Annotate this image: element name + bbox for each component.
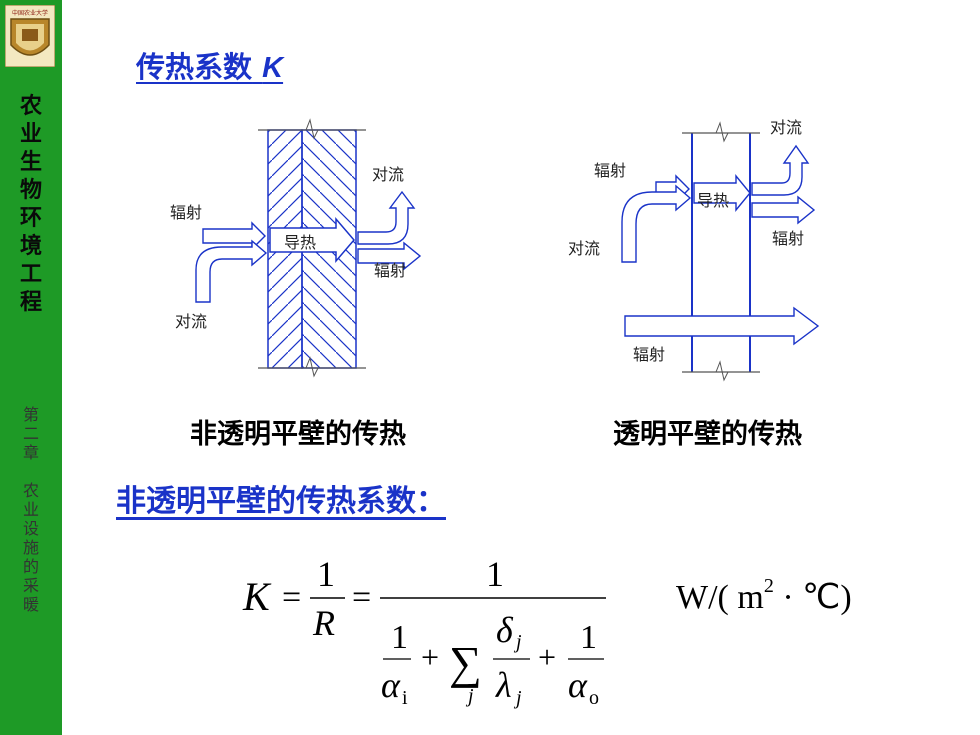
formula-equals-1: = <box>282 579 301 616</box>
chapter-title-char: 施 <box>22 538 39 557</box>
convection-out-arrow-right <box>751 144 810 196</box>
label-radiation-in: 辐射 <box>170 203 202 222</box>
radiation-out-arrow-right <box>751 195 816 225</box>
radiation-in-arrow <box>202 221 266 251</box>
course-title-char: 农 <box>19 93 42 119</box>
chapter-title-char: 暖 <box>22 595 39 614</box>
convection-in-arrow <box>195 239 268 303</box>
label-radiation-in-right: 辐射 <box>594 161 626 180</box>
transparent-wall-diagram: 辐射 对流 导热 对流 辐射 辐射 <box>568 118 820 382</box>
title-symbol: K <box>262 52 284 84</box>
formula-alpha-o: α <box>568 665 588 705</box>
label-conduction-right: 导热 <box>697 191 729 210</box>
course-title-char: 工 <box>19 261 42 287</box>
convection-out-arrow <box>357 190 416 245</box>
slide-title: 传热系数 K <box>136 44 283 86</box>
university-logo: 中国农业大学 <box>5 5 55 67</box>
course-title-char: 环 <box>19 205 42 231</box>
logo-text: 中国农业大学 <box>12 9 48 17</box>
formula-delta: δ <box>496 610 514 650</box>
formula-alpha-i: α <box>381 665 401 705</box>
caption-opaque-wall: 非透明平壁的传热 <box>190 419 406 450</box>
formula-R: R <box>312 603 335 643</box>
formula-lambda: λ <box>495 665 512 705</box>
label-convection-in: 对流 <box>175 312 207 331</box>
caption-transparent-wall: 透明平壁的传热 <box>613 419 802 450</box>
radiation-through-arrow <box>624 306 820 346</box>
formula-numerator: 1 <box>486 554 504 594</box>
course-title-char: 境 <box>19 233 42 259</box>
course-title-vertical: 农业生物环境工程 <box>4 92 58 316</box>
chapter-title-char: 采 <box>22 576 39 595</box>
formula-unit: W/( m2 · ℃) <box>676 575 852 616</box>
title-text: 传热系数 <box>136 50 253 84</box>
formula-delta-sub: j <box>513 631 522 653</box>
label-convection-out: 对流 <box>372 165 404 184</box>
chapter-title-char: 的 <box>22 557 39 576</box>
chapter-title-char: 业 <box>22 500 39 519</box>
radiation-out-arrow <box>357 241 422 271</box>
conduction-arrow-right <box>693 174 751 212</box>
formula-denom-one-1: 1 <box>391 619 408 656</box>
chapter-title-char: 设 <box>22 519 39 538</box>
formula-sub-o: o <box>589 687 599 709</box>
chapter-title-char: 第 <box>22 405 39 424</box>
label-radiation-out: 辐射 <box>374 261 406 280</box>
conduction-arrow <box>269 216 355 264</box>
label-radiation-out-right: 辐射 <box>772 229 804 248</box>
chapter-title-vertical: 第二章农业设施的采暖 <box>4 405 58 614</box>
label-convection-out-right: 对流 <box>770 118 802 137</box>
chapter-title-char: 章 <box>22 443 39 462</box>
chapter-title-char: 二 <box>22 424 39 443</box>
convection-in-arrow-right <box>621 184 692 263</box>
subtitle-opaque-coefficient: 非透明平壁的传热系数： <box>116 484 446 519</box>
formula-equals-2: = <box>352 579 371 616</box>
formula-sum: ∑ <box>449 637 482 688</box>
course-title-char: 物 <box>19 177 42 203</box>
formula-sub-i: i <box>402 687 408 709</box>
formula-denom-one-2: 1 <box>580 619 597 656</box>
formula-plus-2: + <box>538 639 556 675</box>
formula-one: 1 <box>317 554 335 594</box>
label-conduction: 导热 <box>284 233 316 252</box>
formula-lambda-sub: j <box>513 687 522 709</box>
formula-plus-1: + <box>421 639 439 675</box>
label-radiation-through: 辐射 <box>633 345 665 364</box>
label-convection-in-right: 对流 <box>568 239 600 258</box>
course-title-char: 生 <box>19 149 42 175</box>
formula-sum-index: j <box>465 685 474 707</box>
chapter-title-char: 农 <box>22 481 39 500</box>
formula-K: K <box>242 574 272 619</box>
sidebar: 中国农业大学 农业生物环境工程 第二章农业设施的采暖 <box>0 0 62 735</box>
course-title-char: 程 <box>19 289 42 315</box>
course-title-char: 业 <box>19 121 42 147</box>
opaque-wall-diagram: 辐射 对流 导热 对流 辐射 <box>170 118 422 378</box>
